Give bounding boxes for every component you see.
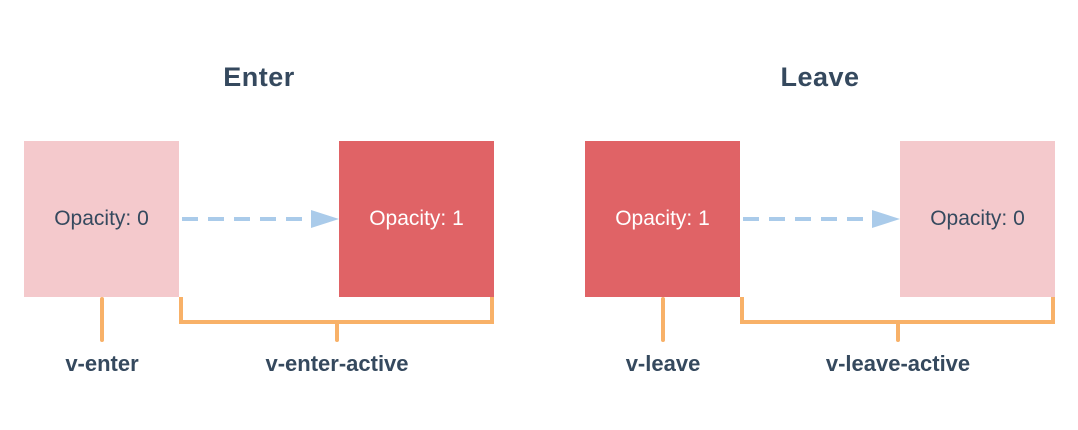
enter-transition-diagram: Enter Opacity: 0 Opacity: 1 v-enter v-en…	[24, 0, 494, 430]
leave-class-marker-line	[661, 297, 665, 342]
enter-active-range-bracket	[179, 297, 494, 324]
leave-transition-diagram: Leave Opacity: 1 Opacity: 0 v-leave v-le…	[585, 0, 1055, 430]
enter-transition-arrow-line	[182, 217, 310, 221]
enter-class-marker-line	[100, 297, 104, 342]
enter-arrow-head-icon	[311, 210, 339, 228]
leave-start-state-label: Opacity: 1	[615, 207, 710, 230]
leave-end-state-label: Opacity: 0	[930, 207, 1025, 230]
enter-class-label: v-enter	[65, 351, 139, 376]
enter-end-state-box: Opacity: 1	[339, 141, 494, 297]
enter-start-state-label: Opacity: 0	[54, 207, 149, 230]
enter-active-class-label: v-enter-active	[265, 351, 409, 376]
enter-active-marker-line	[335, 322, 339, 342]
leave-active-range-bracket	[740, 297, 1055, 324]
leave-start-state-box: Opacity: 1	[585, 141, 740, 297]
enter-end-state-label: Opacity: 1	[369, 207, 464, 230]
leave-active-marker-line	[896, 322, 900, 342]
enter-title: Enter	[223, 62, 295, 92]
leave-active-class-label: v-leave-active	[825, 351, 971, 376]
leave-class-label: v-leave	[625, 351, 701, 376]
leave-title: Leave	[780, 62, 860, 92]
leave-arrow-head-icon	[872, 210, 900, 228]
enter-start-state-box: Opacity: 0	[24, 141, 179, 297]
leave-end-state-box: Opacity: 0	[900, 141, 1055, 297]
leave-transition-arrow-line	[743, 217, 871, 221]
